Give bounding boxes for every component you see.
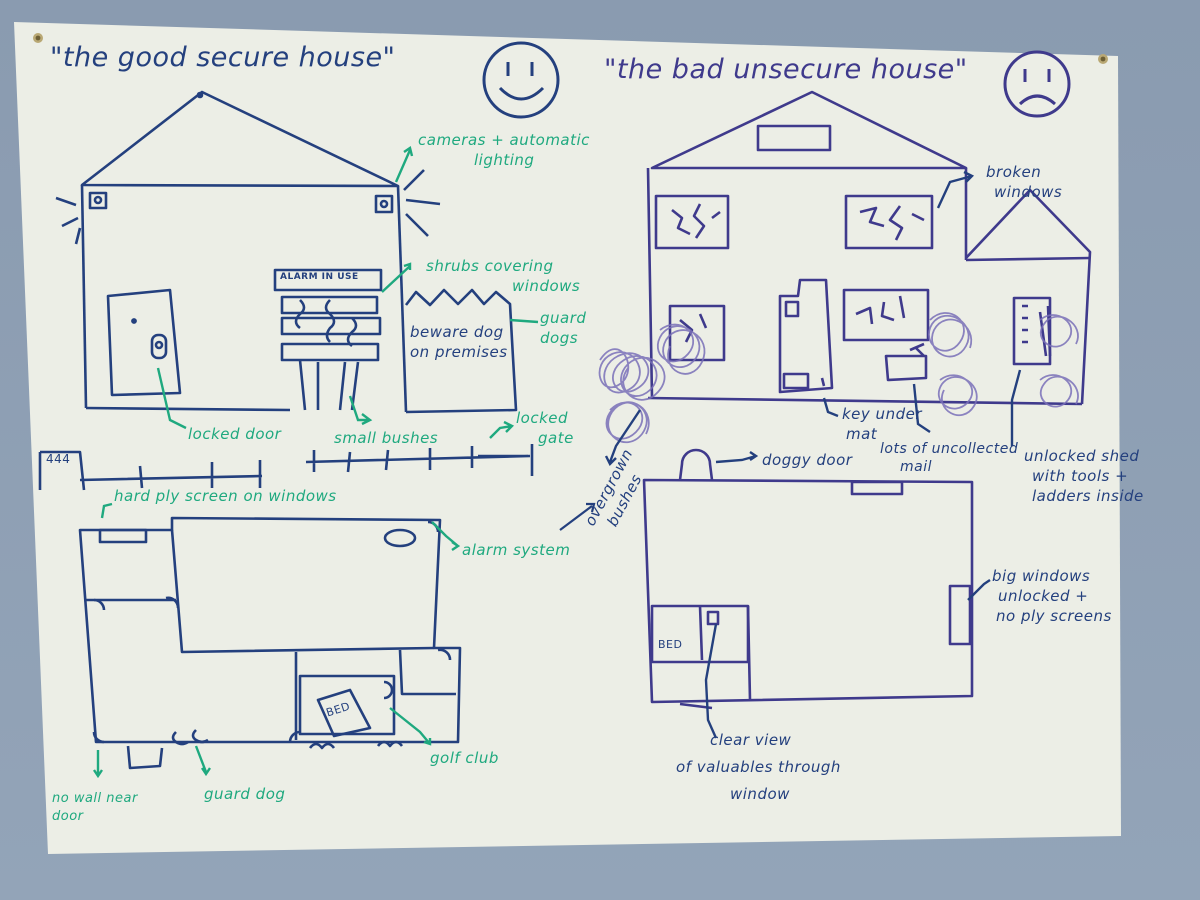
good-floor-plan bbox=[78, 516, 462, 770]
paper bbox=[14, 22, 1121, 854]
uncollected-mail-label: lots of uncollected mail bbox=[880, 441, 1019, 475]
big-windows-label: big windows unlocked + no ply screens bbox=[992, 567, 1112, 625]
bad-floor-plan bbox=[642, 448, 974, 710]
house-number: 444 bbox=[46, 452, 71, 466]
purple-annotation-arrows bbox=[604, 170, 1022, 739]
overgrown-bushes bbox=[598, 312, 1079, 444]
unlocked-shed-label: unlocked shed with tools + ladders insid… bbox=[1024, 447, 1144, 505]
good-house-drawing bbox=[38, 90, 534, 491]
guard-dogs-label: guard dogs bbox=[540, 309, 587, 347]
cameras-lighting-label: cameras + automatic lighting bbox=[418, 131, 590, 169]
happy-face-icon bbox=[482, 41, 560, 119]
push-pin-icon bbox=[33, 33, 43, 43]
key-under-mat-label: key under mat bbox=[842, 405, 922, 443]
bad-bed-label: BED bbox=[658, 638, 683, 651]
locked-gate-label: locked gate bbox=[516, 409, 574, 447]
no-wall-near-door-label: no wall near door bbox=[52, 791, 138, 824]
small-bushes-label: small bushes bbox=[334, 429, 439, 447]
green-annotation-arrows bbox=[93, 146, 539, 779]
bad-house-title: "the bad unsecure house" bbox=[604, 54, 968, 85]
ply-screen-label: hard ply screen on windows bbox=[114, 487, 337, 505]
locked-door-label: locked door bbox=[188, 425, 282, 443]
shrubs-covering-windows-label: shrubs covering windows bbox=[426, 257, 581, 295]
golf-club-label: golf club bbox=[430, 749, 499, 767]
cross-arrow bbox=[559, 502, 596, 531]
sad-face-icon bbox=[1003, 50, 1071, 118]
alarm-in-use-sign: ALARM IN USE bbox=[280, 272, 359, 282]
beware-dog-sign: beware dog on premises bbox=[410, 323, 508, 361]
clear-view-label: clear view of valuables through window bbox=[676, 731, 841, 803]
guard-dog-label: guard dog bbox=[204, 785, 286, 803]
broken-windows-label: broken windows bbox=[986, 163, 1063, 201]
push-pin-icon bbox=[1098, 54, 1108, 64]
good-house-title: "the good secure house" bbox=[50, 42, 396, 73]
alarm-system-label: alarm system bbox=[462, 541, 571, 559]
doggy-door-label: doggy door bbox=[762, 451, 853, 469]
